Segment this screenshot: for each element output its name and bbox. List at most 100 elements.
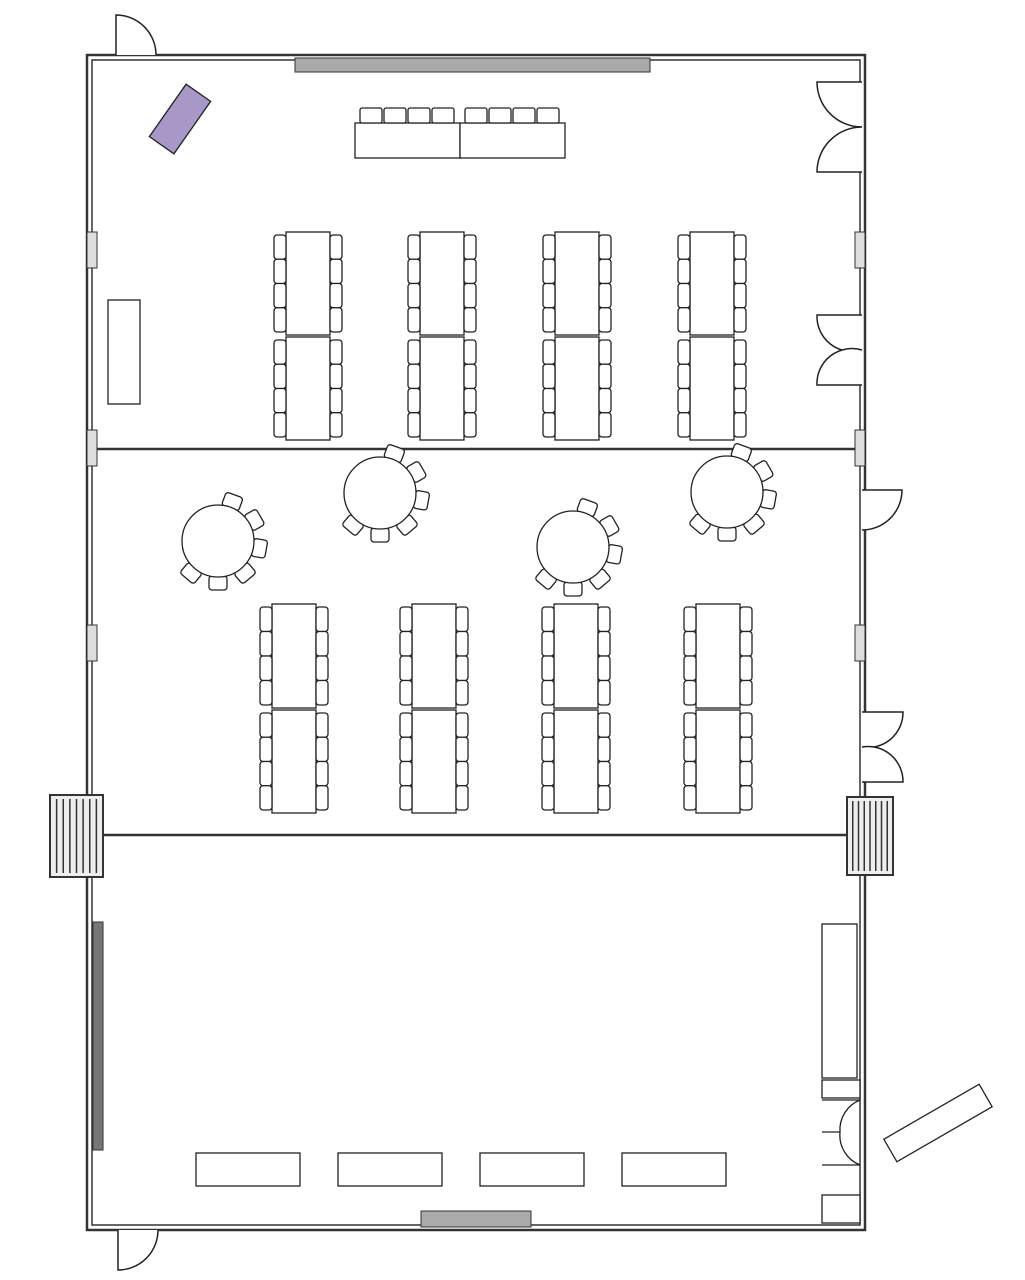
chair — [739, 606, 753, 633]
chair — [315, 736, 329, 763]
chair — [399, 606, 413, 633]
chair — [259, 712, 273, 738]
buffet-table — [621, 1152, 727, 1187]
table — [285, 231, 331, 336]
chair — [733, 412, 747, 438]
chair — [407, 258, 421, 285]
chair — [431, 107, 455, 124]
head-table-segment — [459, 122, 566, 159]
chair — [677, 234, 691, 260]
chair — [677, 282, 691, 309]
chair — [677, 363, 691, 390]
chair — [399, 679, 413, 706]
chair — [455, 679, 469, 706]
chair — [273, 234, 287, 260]
chair — [407, 412, 421, 438]
table — [419, 336, 465, 441]
chair — [542, 282, 556, 309]
chair — [541, 712, 555, 738]
banquet-table — [273, 336, 343, 441]
chair — [407, 107, 431, 124]
chair — [273, 387, 287, 414]
chair — [739, 712, 753, 738]
chair — [407, 307, 421, 333]
chair — [463, 387, 477, 414]
storage-box — [821, 1194, 861, 1224]
chair — [455, 606, 469, 633]
chair — [329, 412, 343, 438]
outdoor-table — [882, 1083, 994, 1163]
chair — [259, 760, 273, 787]
banquet-table — [399, 709, 469, 814]
door-leaf — [861, 745, 904, 783]
chair — [683, 655, 697, 682]
chair — [542, 258, 556, 285]
chair — [598, 412, 612, 438]
wall-column — [86, 624, 98, 662]
chair — [598, 258, 612, 285]
chair — [683, 630, 697, 657]
chair — [329, 282, 343, 309]
door-leaf — [822, 1099, 861, 1133]
banquet-table — [683, 603, 753, 709]
chair — [315, 760, 329, 787]
door-leaf — [861, 711, 904, 749]
door-swing-arc — [115, 14, 157, 56]
chair — [683, 606, 697, 633]
chair — [399, 630, 413, 657]
banquet-table — [683, 709, 753, 814]
banquet-table — [259, 603, 329, 709]
chair — [739, 736, 753, 763]
door-swing-arc — [117, 1229, 159, 1271]
chair — [542, 412, 556, 438]
table — [689, 231, 735, 336]
table — [553, 603, 599, 709]
chair — [463, 307, 477, 333]
chair — [733, 339, 747, 365]
banquet-table — [273, 231, 343, 336]
chair — [677, 339, 691, 365]
chair — [683, 785, 697, 811]
double-door-right-1 — [816, 81, 863, 173]
chair — [315, 712, 329, 738]
wall-column — [854, 624, 866, 662]
buffet-table — [337, 1152, 443, 1187]
chair — [259, 630, 273, 657]
chair — [259, 736, 273, 763]
chair — [399, 712, 413, 738]
table — [411, 603, 457, 709]
chair — [542, 339, 556, 365]
chair — [329, 363, 343, 390]
side-table-left — [107, 299, 141, 405]
chair — [259, 606, 273, 633]
table — [695, 709, 741, 814]
banquet-table — [259, 709, 329, 814]
chair — [598, 339, 612, 365]
chair — [597, 760, 611, 787]
round-table-top — [536, 510, 610, 584]
table — [285, 336, 331, 441]
buffet-table — [479, 1152, 585, 1187]
round-table — [535, 498, 623, 597]
round-table-top — [181, 504, 255, 578]
chair — [597, 655, 611, 682]
chair — [463, 258, 477, 285]
chair — [739, 785, 753, 811]
table — [695, 603, 741, 709]
chair — [259, 679, 273, 706]
wall-column — [86, 429, 98, 467]
chair — [359, 107, 383, 124]
chair — [208, 575, 228, 591]
chair — [541, 606, 555, 633]
chair — [598, 234, 612, 260]
chair — [733, 282, 747, 309]
chair — [455, 760, 469, 787]
chair — [739, 655, 753, 682]
banquet-table — [407, 231, 477, 336]
chair — [598, 387, 612, 414]
chair — [407, 234, 421, 260]
chair — [455, 736, 469, 763]
chair — [273, 363, 287, 390]
chair — [329, 307, 343, 333]
